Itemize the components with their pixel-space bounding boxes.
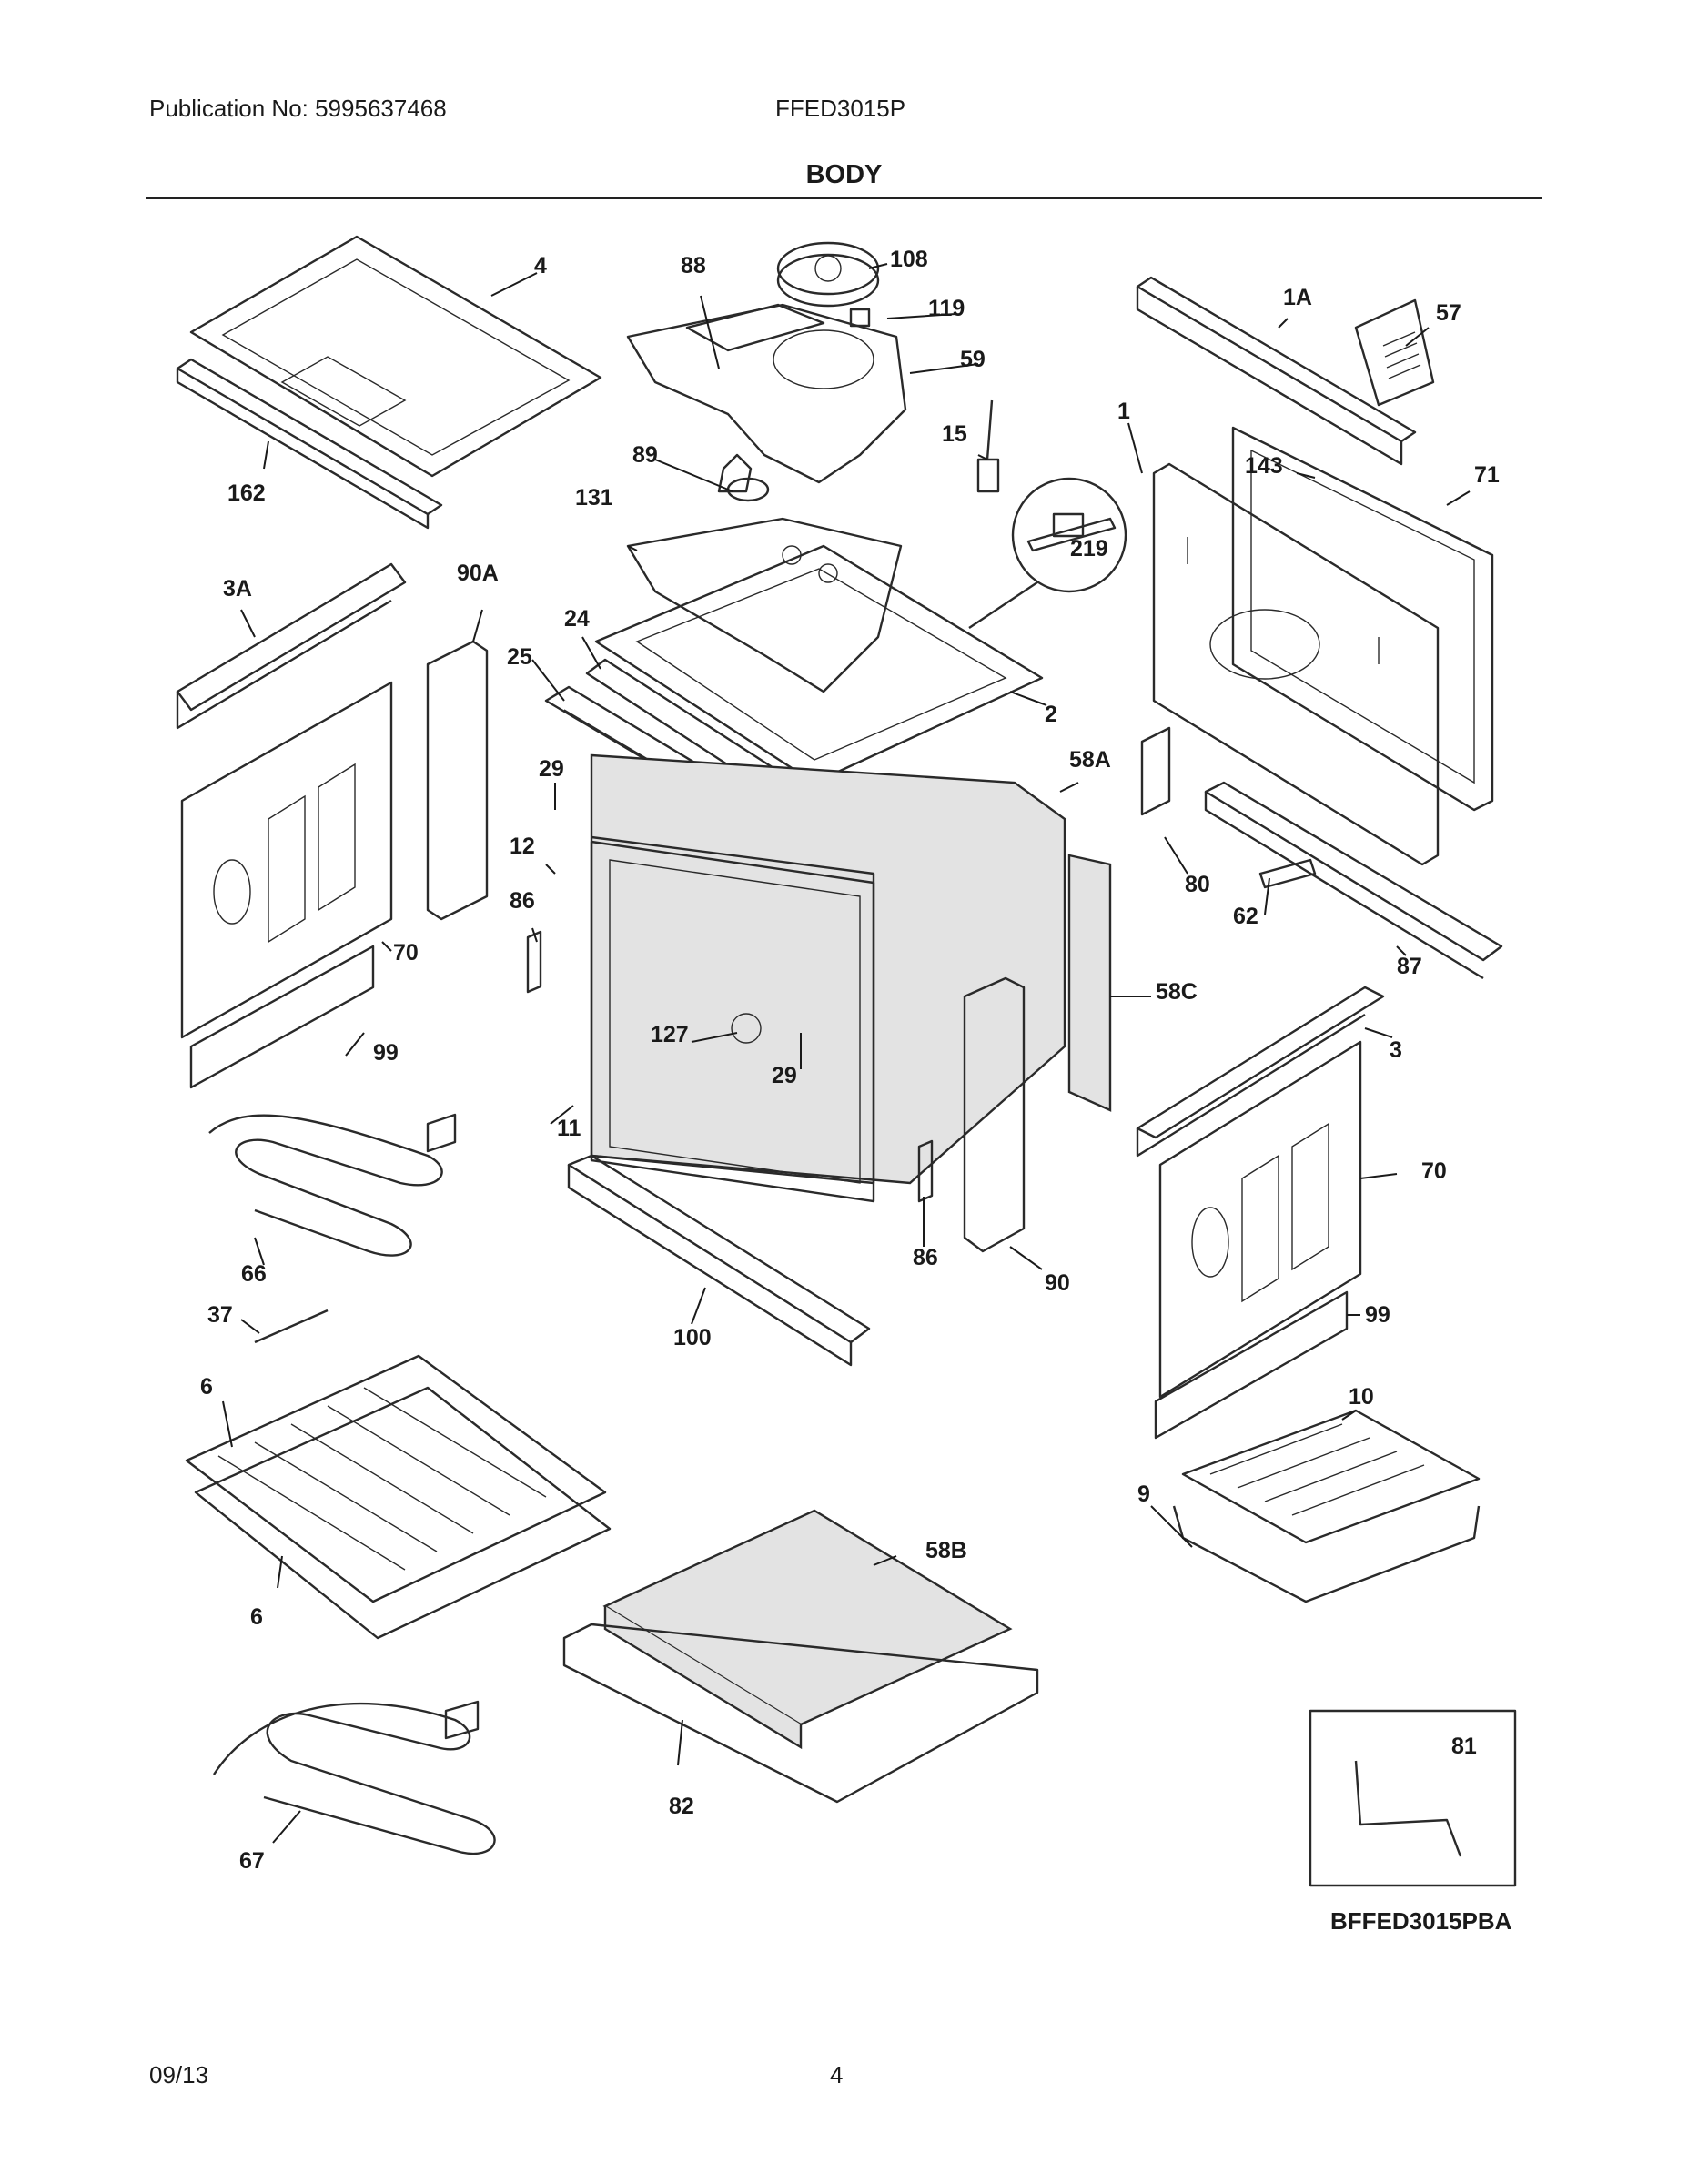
broil-element-66 [208, 1113, 457, 1257]
left-bottom-bracket [189, 945, 375, 1089]
callout-100: 100 [673, 1325, 712, 1350]
callout-70b: 70 [1421, 1158, 1447, 1184]
callout-29a: 29 [539, 756, 564, 782]
top-rail-part [176, 358, 443, 530]
callout-9: 9 [1137, 1481, 1150, 1507]
sensor-probe-part [976, 399, 1000, 493]
sensor-37 [254, 1309, 329, 1344]
inset-box [1309, 1709, 1517, 1887]
right-side-panel [1158, 1040, 1362, 1399]
callout-66: 66 [241, 1261, 267, 1287]
callout-90a: 90A [457, 561, 499, 586]
top-panel-part [189, 235, 602, 478]
rear-insulation-part [1231, 426, 1494, 812]
callout-29b: 29 [772, 1063, 797, 1088]
bottom-insulation-58b [602, 1509, 1013, 1750]
callout-3a: 3A [223, 576, 252, 602]
callout-6a: 6 [200, 1374, 213, 1400]
bake-element-67 [212, 1700, 496, 1855]
rail-87 [1204, 781, 1503, 980]
oven-rack-lower [194, 1386, 612, 1640]
left-bracket-part [176, 562, 407, 730]
callout-99b: 99 [1365, 1302, 1390, 1328]
callout-89: 89 [632, 442, 658, 468]
callout-1a: 1A [1283, 285, 1312, 310]
thermostat-part [717, 453, 770, 502]
callout-58c: 58C [1156, 979, 1198, 1005]
leader-lines [222, 263, 1471, 1844]
oven-front-frame [590, 840, 875, 1203]
callout-3: 3 [1390, 1037, 1402, 1063]
inset-callout-81: 81 [1451, 1734, 1477, 1759]
callout-2: 2 [1045, 702, 1057, 727]
callout-58a: 58A [1069, 747, 1111, 773]
side-insulation-58c [1067, 854, 1112, 1112]
callout-219: 219 [1070, 536, 1108, 561]
page-number: 4 [830, 2061, 844, 2088]
side-trim-90a [426, 640, 489, 921]
callout-88: 88 [681, 253, 706, 278]
broiler-pan-tray [1172, 1505, 1481, 1603]
rear-panel-part [1152, 462, 1440, 866]
publication-number: Publication No: 5995637468 [149, 95, 447, 122]
top-plate-part [594, 544, 1044, 784]
callout-6b: 6 [250, 1604, 263, 1630]
model-number: FFED3015P [775, 95, 906, 122]
callout-4: 4 [534, 253, 547, 278]
callout-119: 119 [928, 296, 965, 321]
limit-switch-inset [968, 477, 1127, 629]
rear-bracket-80 [1140, 726, 1171, 816]
baffle-part [626, 517, 903, 693]
side-trim-90 [963, 976, 1026, 1253]
callout-12: 12 [510, 834, 535, 859]
callout-86b: 86 [913, 1245, 938, 1270]
callout-10: 10 [1349, 1384, 1374, 1410]
right-bracket-part [1136, 986, 1385, 1158]
callout-162: 162 [227, 480, 266, 506]
callout-11: 11 [557, 1116, 581, 1141]
callout-99a: 99 [373, 1040, 399, 1066]
callout-25: 25 [507, 644, 532, 670]
terminal-block-62 [1258, 858, 1317, 889]
diagram-code: BFFED3015PBA [1330, 1907, 1512, 1935]
fan-housing-part [626, 303, 907, 484]
broiler-pan-grid [1181, 1409, 1481, 1544]
rear-bracket-part [1136, 276, 1417, 466]
callout-62: 62 [1233, 904, 1258, 929]
callout-58b: 58B [925, 1538, 967, 1563]
title-rule [146, 197, 1542, 199]
hinge-receptacles [526, 930, 934, 1203]
callout-15: 15 [942, 421, 967, 447]
callout-1: 1 [1117, 399, 1130, 424]
convection-fan-part [776, 241, 880, 328]
callout-127: 127 [651, 1022, 689, 1047]
vent-cover-part [1354, 298, 1435, 407]
callout-numbers: 4 162 88 108 119 59 89 131 15 219 1A 57 … [200, 247, 1500, 1874]
callout-71: 71 [1474, 462, 1500, 488]
callout-90: 90 [1045, 1270, 1070, 1296]
callout-87: 87 [1397, 954, 1422, 979]
footer-date: 09/13 [149, 2061, 209, 2088]
oven-cavity-part [590, 753, 1066, 1185]
bottom-frame-82 [562, 1623, 1039, 1804]
left-side-panel [180, 681, 393, 1039]
callout-131: 131 [575, 485, 613, 511]
callout-82: 82 [669, 1794, 694, 1819]
callout-80: 80 [1185, 872, 1210, 897]
callout-86a: 86 [510, 888, 535, 914]
callout-143: 143 [1245, 453, 1283, 479]
callout-67: 67 [239, 1848, 265, 1874]
front-trim-100 [567, 1154, 871, 1367]
callout-37: 37 [207, 1302, 233, 1328]
callout-59: 59 [960, 347, 986, 372]
page-title: BODY [805, 160, 883, 189]
callout-108: 108 [890, 247, 928, 272]
right-bottom-bracket [1154, 1290, 1349, 1440]
callout-24: 24 [564, 606, 590, 632]
callout-57: 57 [1436, 300, 1461, 326]
oven-rack-upper [185, 1354, 607, 1603]
callout-70a: 70 [393, 940, 419, 966]
